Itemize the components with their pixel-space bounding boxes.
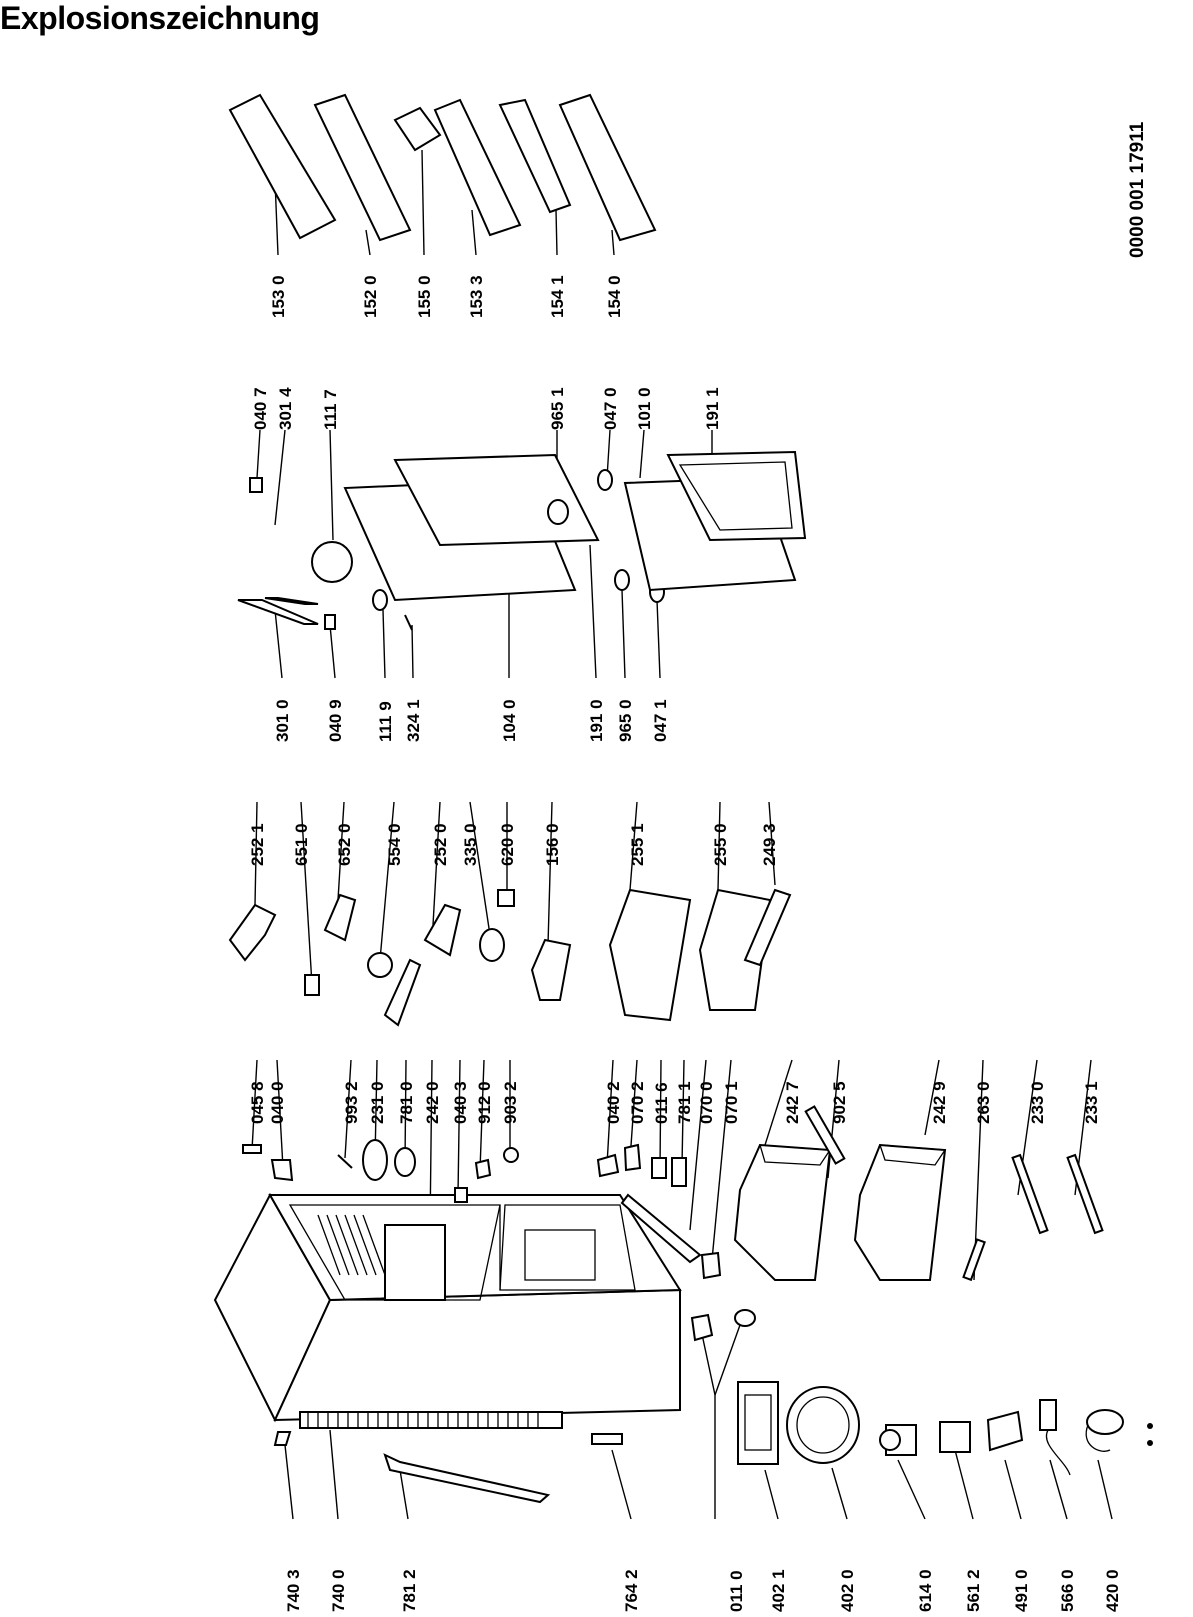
part-label: 191 0 [587,699,606,742]
part-label: 554 0 [385,823,404,866]
part-label: 902 5 [830,1081,849,1124]
part-label: 045 8 [248,1081,267,1124]
part-label: 402 1 [769,1569,788,1612]
part-label: 781 1 [675,1081,694,1124]
part-label: 011 6 [652,1082,671,1124]
fridge-cabinet [213,1192,682,1423]
crisper-bins [733,1105,1104,1282]
part-label: 301 4 [276,387,295,430]
part-label: 420 0 [1103,1569,1122,1612]
part-label: 047 0 [601,387,620,430]
leader-lines [251,149,1113,1520]
part-label: 993 2 [342,1081,361,1124]
part-label: 156 0 [543,823,562,866]
door-shelves [228,93,657,242]
part-label: 764 2 [622,1569,641,1612]
part-label: 263 0 [974,1081,993,1124]
part-label: 614 0 [916,1569,935,1612]
part-label: 070 2 [628,1081,647,1124]
part-label: 652 0 [335,823,354,866]
part-label: 651 0 [292,823,311,866]
freezer-components [228,888,792,1027]
part-label: 231 0 [368,1081,387,1124]
part-label: 912 0 [475,1081,494,1124]
part-label: 111 7 [321,389,340,430]
part-label: 781 2 [400,1569,419,1612]
part-label: 070 1 [722,1081,741,1124]
part-label: 101 0 [635,387,654,430]
part-label: 566 0 [1058,1569,1077,1612]
part-label: 047 1 [651,699,670,742]
part-label: 781 0 [397,1081,416,1124]
part-label: 324 1 [404,699,423,742]
ventilation-grill [273,1411,623,1504]
part-label: 252 1 [248,823,267,866]
small-parts [242,1139,722,1280]
part-label: 155 0 [415,275,434,318]
part-label: 249 3 [760,823,779,866]
refrigerator-door [237,450,807,631]
part-label: 011 0 [727,1570,746,1612]
document-number: 0000 001 17911 [1127,121,1148,258]
part-label: 104 0 [500,699,519,742]
part-label: 111 9 [376,701,395,742]
part-label: 040 9 [326,699,345,742]
part-label: 191 1 [703,387,722,430]
part-label: 255 0 [711,823,730,866]
part-label: 965 0 [616,699,635,742]
part-label: 040 0 [268,1081,287,1124]
part-label: 740 0 [329,1569,348,1612]
part-label: 153 3 [467,275,486,318]
part-label: 402 0 [838,1569,857,1612]
part-label: 255 1 [628,823,647,866]
part-label: 040 3 [451,1081,470,1124]
part-label: 491 0 [1012,1569,1031,1612]
part-label: 040 7 [251,387,270,430]
part-label: 242 7 [783,1081,802,1124]
compressor-assembly [690,1309,1153,1476]
part-label: 740 3 [284,1569,303,1612]
part-label: 561 2 [964,1569,983,1612]
part-label: 040 2 [604,1081,623,1124]
part-label: 153 0 [269,275,288,318]
part-label: 154 1 [548,275,567,318]
part-label: 965 1 [548,387,567,430]
part-label: 152 0 [361,275,380,318]
part-label: 242 9 [930,1081,949,1124]
page-title: Explosionszeichnung [0,0,320,36]
part-label: 070 0 [697,1081,716,1124]
part-label: 154 0 [605,275,624,318]
part-label: 301 0 [273,699,292,742]
part-labels: 740 3 740 0 781 2 764 2 011 0 402 1 402 … [248,121,1148,1612]
part-label: 252 0 [431,823,450,866]
part-label: 242 0 [423,1081,442,1124]
part-label: 335 0 [461,823,480,866]
